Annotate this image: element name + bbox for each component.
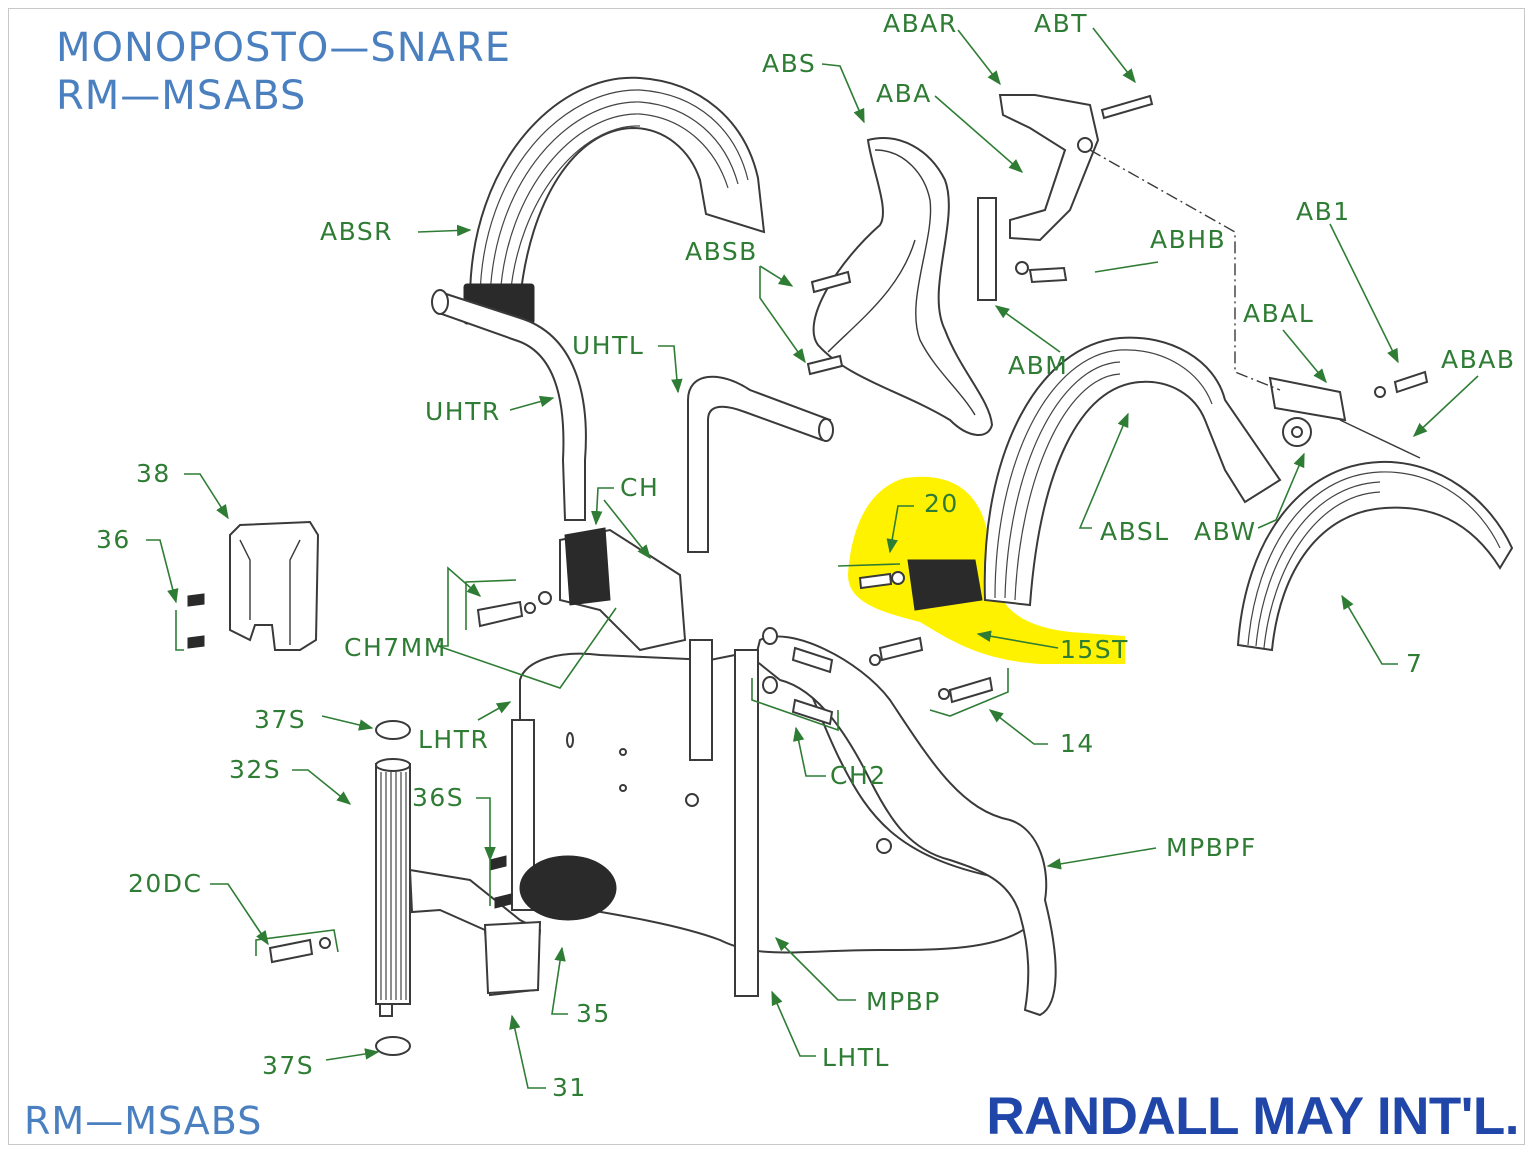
part-label: 31 <box>552 1073 587 1102</box>
brand-logo-text: RANDALL MAY INT'L. <box>986 1087 1519 1146</box>
drawing-border <box>8 8 1525 1145</box>
part-label: 37S <box>254 705 306 734</box>
part-label: 20DC <box>128 869 203 898</box>
arc-support-left <box>983 336 1282 607</box>
part-label: 37S <box>262 1051 314 1080</box>
part-label: CH7MM <box>344 633 447 662</box>
part-label: MPBP <box>866 987 941 1016</box>
part-label: MPBPF <box>1166 833 1257 862</box>
part-label: ABAB <box>1441 345 1516 374</box>
part-label: ABSL <box>1100 517 1170 546</box>
parts-artwork <box>187 76 1514 1056</box>
part-label: ABAR <box>883 9 958 38</box>
part-labels: ABAR ABT ABS ABA ABSR ABSB ABHB AB1 ABAL… <box>96 9 1516 1102</box>
diagram-title-product: MONOPOSTO—SNARE <box>56 25 512 71</box>
part-label-highlighted: 15ST <box>1060 635 1129 664</box>
part-label: ABM <box>1008 351 1068 380</box>
part-label: LHTL <box>822 1043 890 1072</box>
part-label: ABAL <box>1243 299 1314 328</box>
part-label: 36S <box>412 783 464 812</box>
part-label: ABT <box>1034 9 1088 38</box>
screws <box>187 94 1429 964</box>
part-label: 38 <box>136 459 171 488</box>
part-label: AB1 <box>1296 197 1351 226</box>
arc-support-right <box>463 76 766 325</box>
part-label: ABS <box>762 49 816 78</box>
part-label: UHTR <box>425 397 501 426</box>
part-label-highlighted: 20 <box>924 489 959 518</box>
part-label: 14 <box>1060 729 1095 758</box>
part-label: ABA <box>876 79 932 108</box>
diagram-title-code: RM—MSABS <box>56 73 307 119</box>
arc-pad <box>1236 460 1514 652</box>
leader-lines <box>146 27 1479 1089</box>
part-label: 32S <box>229 755 281 784</box>
part-label: CH <box>620 473 659 502</box>
part-label: CH2 <box>830 761 887 790</box>
part-label: 35 <box>576 999 611 1028</box>
part-label: ABSB <box>685 237 758 266</box>
part-label: 36 <box>96 525 131 554</box>
footer-part-code: RM—MSABS <box>24 1099 263 1143</box>
part-label: LHTR <box>418 725 489 754</box>
part-label: ABW <box>1194 517 1257 546</box>
part-label: ABSR <box>320 217 393 246</box>
part-label: 7 <box>1406 649 1423 678</box>
part-label: UHTL <box>572 331 644 360</box>
part-label: ABHB <box>1150 225 1226 254</box>
